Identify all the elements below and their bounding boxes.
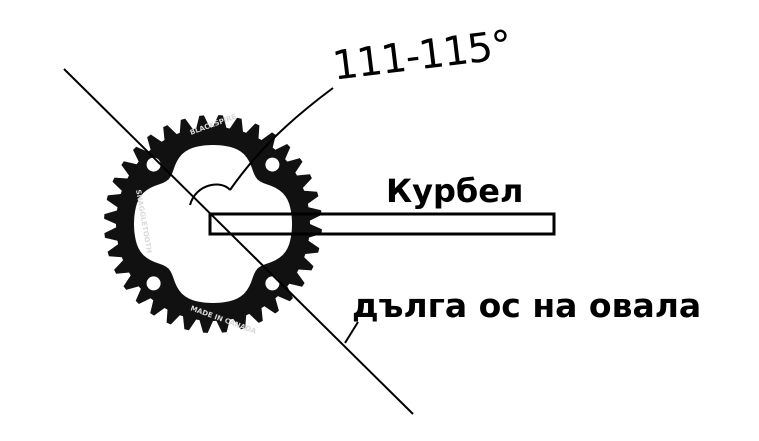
angle-arc xyxy=(189,183,231,206)
crank-arm xyxy=(208,212,556,236)
bolt-hole xyxy=(265,276,280,291)
long-axis-label: дълга ос на овала xyxy=(352,286,702,325)
chainring-side-text: SNAGGLETOOTH xyxy=(134,189,153,254)
bolt-hole xyxy=(146,157,161,172)
crank-label: Курбел xyxy=(386,172,524,210)
chainring-teeth xyxy=(104,115,322,333)
bolt-hole xyxy=(146,276,161,291)
chainring-icon: BLACKSPIRE MADE IN CANADA SNAGGLETOOTH xyxy=(104,113,322,336)
bolt-hole xyxy=(265,157,280,172)
axis-leader-line xyxy=(344,321,359,344)
angle-leader-line xyxy=(229,87,334,191)
long-axis-line xyxy=(63,68,414,415)
